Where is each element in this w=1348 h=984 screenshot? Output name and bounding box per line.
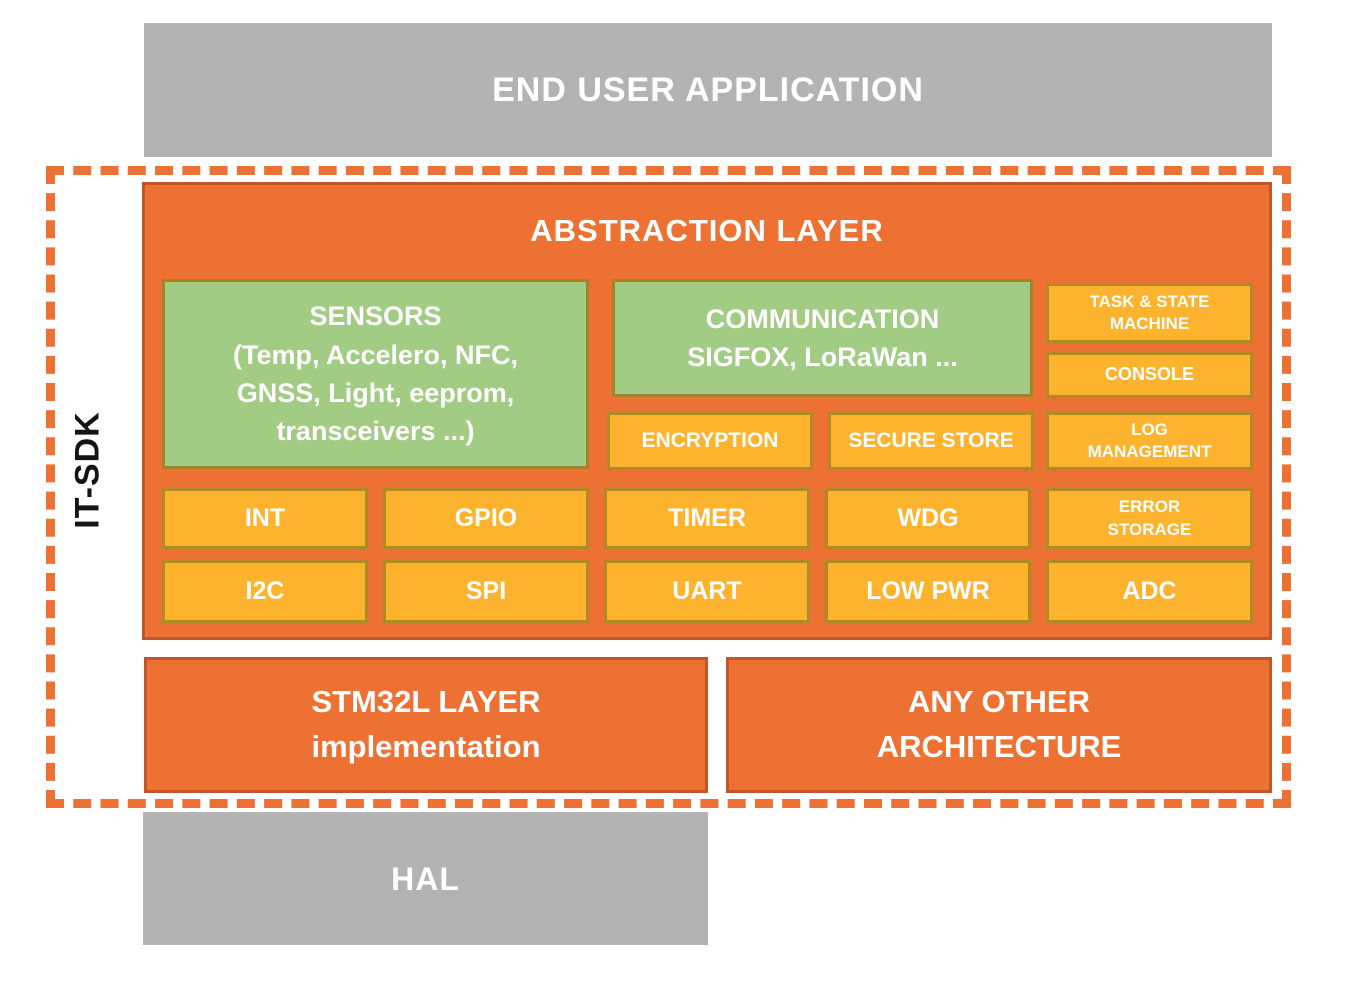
hal-label: HAL — [391, 860, 460, 897]
log-management-label: LOG MANAGEMENT — [1087, 419, 1212, 461]
gpio-label: GPIO — [454, 503, 518, 532]
i2c-label: I2C — [245, 576, 285, 605]
communication-line-1: COMMUNICATION — [705, 303, 940, 334]
adc-box: ADC — [1046, 560, 1253, 623]
stm32l-layer-box: STM32L LAYER implementation — [144, 657, 708, 793]
uart-label: UART — [672, 576, 742, 605]
wdg-box: WDG — [825, 488, 1031, 549]
secure-store-label: SECURE STORE — [848, 428, 1014, 452]
it-sdk-label: IT-SDK — [68, 411, 107, 529]
encryption-label: ENCRYPTION — [641, 428, 779, 452]
sensors-line-4: transceivers ...) — [276, 416, 475, 447]
low-pwr-box: LOW PWR — [825, 560, 1031, 623]
timer-label: TIMER — [668, 503, 746, 532]
any-other-architecture-box: ANY OTHER ARCHITECTURE — [726, 657, 1272, 793]
secure-store-box: SECURE STORE — [828, 412, 1034, 470]
stm32l-line-1: STM32L LAYER — [311, 684, 541, 720]
sensors-box: SENSORS (Temp, Accelero, NFC, GNSS, Ligh… — [162, 279, 589, 469]
stm32l-line-2: implementation — [311, 729, 541, 764]
end-user-application-box: END USER APPLICATION — [144, 23, 1272, 157]
task-state-machine-box: TASK & STATE MACHINE — [1046, 283, 1253, 343]
it-sdk-dashed-border — [46, 166, 1291, 808]
gpio-box: GPIO — [383, 488, 589, 549]
sensors-line-2: (Temp, Accelero, NFC, — [232, 339, 519, 370]
task-state-machine-label: TASK & STATE MACHINE — [1089, 291, 1210, 333]
sensors-line-3: GNSS, Light, eeprom, — [236, 378, 515, 408]
spi-box: SPI — [383, 560, 589, 623]
hal-box: HAL — [143, 812, 708, 945]
console-box: CONSOLE — [1046, 352, 1253, 398]
abstraction-layer-title: ABSTRACTION LAYER — [530, 213, 884, 248]
wdg-label: WDG — [897, 503, 959, 532]
encryption-box: ENCRYPTION — [607, 412, 813, 470]
abstraction-layer-box: ABSTRACTION LAYER SENSORS (Temp, Acceler… — [142, 182, 1272, 640]
other-arch-line-1: ANY OTHER — [907, 684, 1090, 720]
uart-box: UART — [604, 560, 810, 623]
communication-box: COMMUNICATION SIGFOX, LoRaWan ... — [612, 279, 1033, 397]
console-label: CONSOLE — [1104, 364, 1194, 385]
adc-label: ADC — [1122, 576, 1177, 605]
error-storage-box: ERROR STORAGE — [1046, 488, 1253, 549]
other-arch-line-2: ARCHITECTURE — [876, 729, 1122, 764]
low-pwr-label: LOW PWR — [866, 576, 990, 605]
int-box: INT — [162, 488, 368, 549]
timer-box: TIMER — [604, 488, 810, 549]
spi-label: SPI — [465, 576, 507, 605]
i2c-box: I2C — [162, 560, 368, 623]
communication-line-2: SIGFOX, LoRaWan ... — [687, 342, 958, 372]
error-storage-label: ERROR STORAGE — [1107, 497, 1192, 539]
int-label: INT — [244, 503, 286, 532]
log-management-box: LOG MANAGEMENT — [1046, 412, 1253, 470]
sensors-line-1: SENSORS — [309, 301, 442, 332]
end-user-application-label: END USER APPLICATION — [492, 70, 924, 109]
